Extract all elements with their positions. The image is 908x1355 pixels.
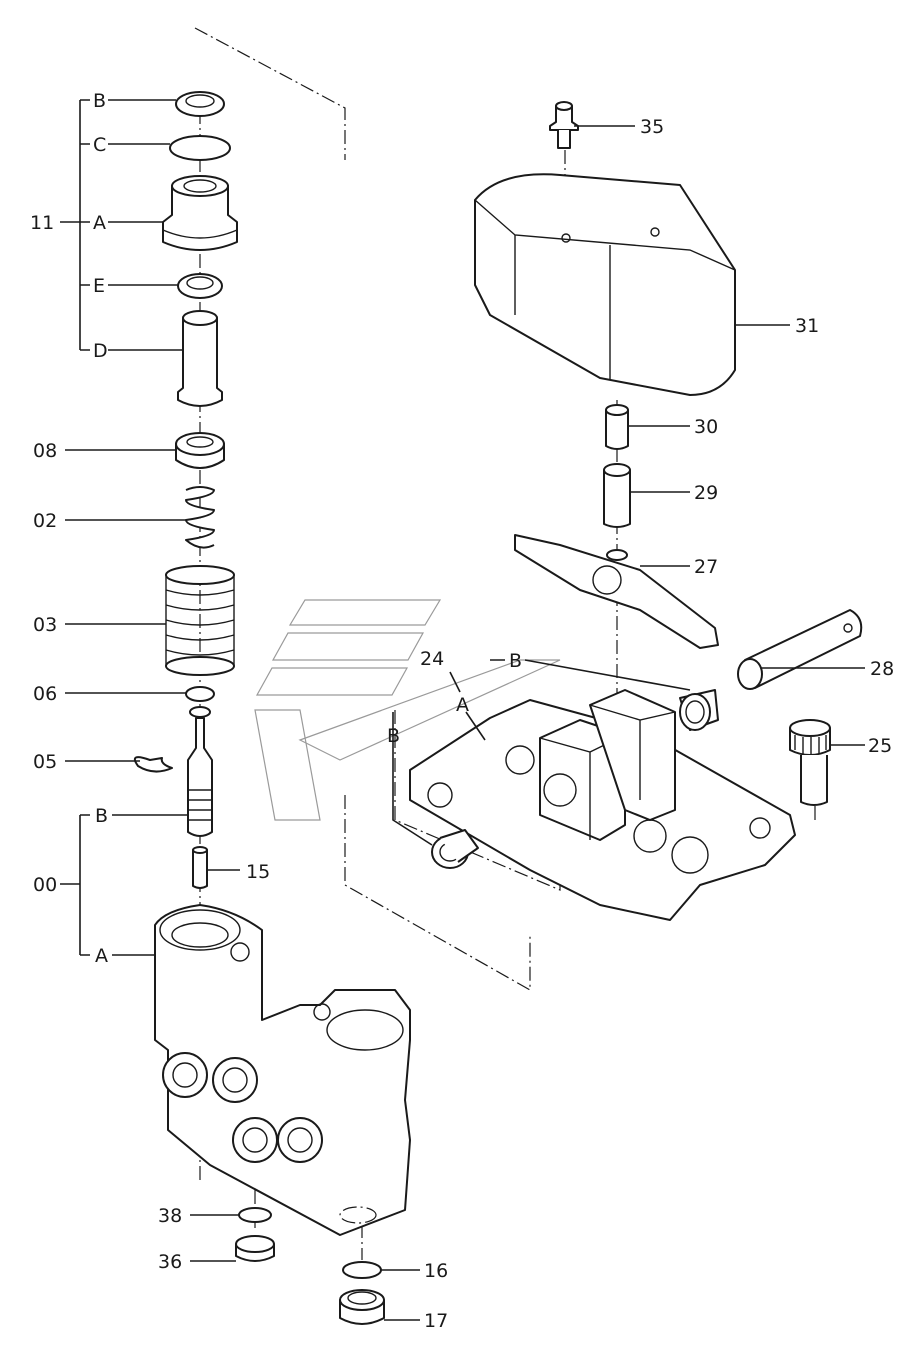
- label-24A: A: [456, 694, 469, 716]
- label-02: 02: [33, 510, 57, 532]
- label-15: 15: [246, 861, 270, 883]
- part-36-plug: [235, 1235, 275, 1262]
- label-00B: B: [95, 805, 108, 827]
- part-05-clip: [134, 756, 173, 773]
- label-05: 05: [33, 751, 57, 773]
- part-28-shaft: [737, 609, 863, 690]
- label-24B-left: B: [387, 725, 400, 747]
- part-15-pin: [192, 846, 208, 889]
- part-27-lever: [514, 534, 719, 649]
- part-02-spring: [185, 486, 215, 549]
- label-35: 35: [640, 116, 664, 138]
- label-00A: A: [95, 945, 108, 967]
- label-11D: D: [93, 340, 108, 362]
- label-11C: C: [93, 134, 106, 156]
- label-11: 11: [30, 212, 54, 234]
- part-11C-o-ring: [169, 135, 231, 161]
- label-28: 28: [870, 658, 894, 680]
- part-38-o-ring: [238, 1207, 272, 1223]
- label-36: 36: [158, 1251, 182, 1273]
- label-24B: B: [509, 650, 522, 672]
- label-17: 17: [424, 1310, 448, 1332]
- part-30-pin: [605, 404, 629, 450]
- part-00A-valve-body: [154, 904, 411, 1236]
- part-29-pin: [603, 463, 631, 528]
- label-25: 25: [868, 735, 892, 757]
- label-06: 06: [33, 683, 57, 705]
- label-30: 30: [694, 416, 718, 438]
- label-00: 00: [33, 874, 57, 896]
- part-17-plug: [339, 1289, 385, 1325]
- label-11E: E: [93, 275, 105, 297]
- leader-lines: [60, 99, 865, 1321]
- part-24-bracket: [409, 689, 796, 921]
- label-08: 08: [33, 440, 57, 462]
- label-27: 27: [694, 556, 718, 578]
- label-11B: B: [93, 90, 106, 112]
- part-35-bolt: [549, 101, 579, 149]
- watermark-logo-icon: [254, 599, 561, 821]
- part-24B-bushing-right: [679, 689, 719, 731]
- part-11E-ring: [177, 273, 223, 299]
- part-24B-bushing-left: [431, 829, 479, 869]
- part-00B-spool: [187, 706, 213, 837]
- part-31-cover: [474, 173, 736, 396]
- label-03: 03: [33, 614, 57, 636]
- part-25-bolt: [789, 719, 831, 806]
- label-24: 24: [420, 648, 444, 670]
- part-labels: B C 11 A E D 08 02 03 06 05 B 00 15 A 38…: [30, 90, 894, 1332]
- label-29: 29: [694, 482, 718, 504]
- label-16: 16: [424, 1260, 448, 1282]
- label-31: 31: [795, 315, 819, 337]
- part-11A-bushing: [162, 175, 238, 251]
- part-08-seal: [175, 432, 225, 469]
- part-16-o-ring: [342, 1261, 382, 1279]
- label-38: 38: [158, 1205, 182, 1227]
- part-11D-pin: [177, 310, 223, 407]
- part-03-spring: [165, 565, 235, 676]
- label-11A: A: [93, 212, 106, 234]
- part-06-washer: [185, 686, 215, 702]
- part-11B-ring: [175, 91, 225, 117]
